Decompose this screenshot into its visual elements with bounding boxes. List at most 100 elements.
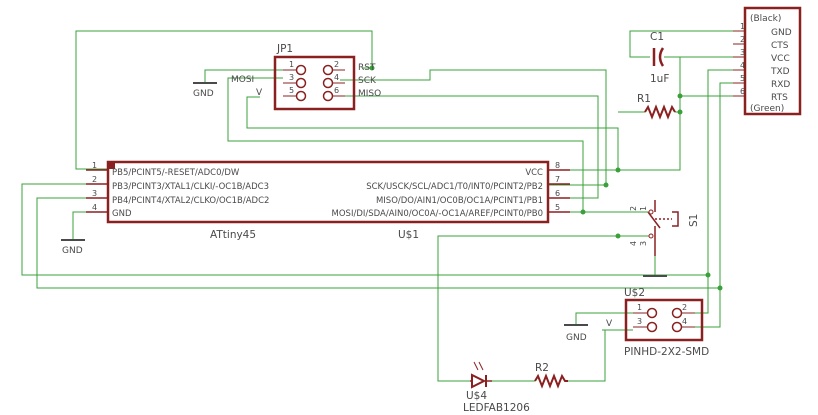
c1-value: 1uF xyxy=(650,73,669,85)
resistor-r2: R2 xyxy=(534,362,568,389)
jp1-label-miso: MISO xyxy=(358,89,381,99)
attiny-pin-num-8: 8 xyxy=(555,161,560,170)
ftdi-num-2: 2 xyxy=(740,35,745,44)
attiny-pin-num-6: 6 xyxy=(555,189,560,198)
wire-vcc-ftdi xyxy=(679,56,745,112)
wire-gnd-u2 xyxy=(575,312,633,325)
wire-jp1-v xyxy=(246,96,619,170)
u2-ref: U$2 xyxy=(624,287,645,299)
ftdi-label-cts: CTS xyxy=(771,41,789,51)
attiny-pin-num-1: 1 xyxy=(92,161,97,170)
attiny-pin-label-pb4: PB4/PCINT4/XTAL2/CLKO/OC1B/ADC2 xyxy=(112,196,269,206)
jp1-label-rst: RST xyxy=(358,63,376,73)
ftdi-label-rts: RTS xyxy=(771,93,788,103)
ftdi-label-gnd: GND xyxy=(771,28,792,38)
wire-u2-right2 xyxy=(685,288,721,328)
s1-ref: S1 xyxy=(688,214,700,227)
capacitor-c1: C1 1uF xyxy=(650,31,669,85)
ftdi-num-1: 1 xyxy=(740,22,745,31)
gnd-symbol-attiny: GND xyxy=(61,239,85,256)
attiny-pin-label-vcc: VCC xyxy=(525,168,543,178)
gnd-symbol-jp1: GND xyxy=(193,82,217,99)
jp1-header: JP1 1 3 5 2 4 6 MOSI V RST SCK MISO xyxy=(231,43,381,111)
attiny-pin-num-2: 2 xyxy=(92,175,97,184)
attiny-pin1-marker xyxy=(109,163,115,169)
ftdi-label-rxd: RXD xyxy=(771,80,790,90)
jp1-label-mosi: MOSI xyxy=(231,75,254,85)
gnd-label-attiny: GND xyxy=(62,246,83,256)
attiny-pin-label-gnd: GND xyxy=(112,209,132,219)
switch-s1: 2 1 4 3 S1 xyxy=(617,200,700,256)
u2-header: U$2 1 3 2 4 PINHD-2X2-SMD V xyxy=(606,287,709,358)
attiny-pin-label-pb3: PB3/PCINT3/XTAL1/CLKI/-OC1B/ADC3 xyxy=(112,182,269,192)
junctions xyxy=(369,65,723,291)
ftdi-num-3: 3 xyxy=(740,48,745,57)
ftdi-num-6: 6 xyxy=(740,87,745,96)
wire-led xyxy=(437,235,618,382)
u2-value: PINHD-2X2-SMD xyxy=(624,346,709,358)
attiny-body xyxy=(106,160,550,224)
jp1-label-sck: SCK xyxy=(358,76,377,86)
attiny-ref: U$1 xyxy=(398,229,419,241)
gnd-symbol-u2: GND xyxy=(564,324,588,343)
jp1-num-4: 4 xyxy=(334,73,339,82)
attiny-pin-label-pb5: PB5/PCINT5/-RESET/ADC0/DW xyxy=(112,168,240,178)
s1-num-2: 2 xyxy=(629,206,638,211)
attiny-pin-label-pb1: MISO/DO/AIN1/OC0B/OC1A/PCINT1/PB1 xyxy=(376,196,543,206)
ftdi-label-black: (Black) xyxy=(750,14,781,24)
ftdi-num-5: 5 xyxy=(740,74,745,83)
c1-ref: C1 xyxy=(650,31,664,43)
attiny-pin-num-5: 5 xyxy=(555,203,560,212)
jp1-ref: JP1 xyxy=(276,43,293,55)
attiny-pin-num-7: 7 xyxy=(555,175,560,184)
junction-1 xyxy=(369,65,375,71)
attiny45-chip: 1 2 3 4 8 7 6 5 PB5/PCINT5/-RESET/ADC0/D… xyxy=(86,160,570,241)
jp1-num-5: 5 xyxy=(289,86,294,95)
wire-vcc xyxy=(548,112,681,171)
wire-sck xyxy=(340,69,607,186)
ftdi-body xyxy=(743,6,802,116)
ftdi-label-txd: TXD xyxy=(770,67,790,77)
ftdi-connector: (Black) GND CTS VCC TXD RXD RTS (Green) … xyxy=(733,6,802,116)
jp1-label-v: V xyxy=(256,88,263,98)
led-u4: U$4 LEDFAB1206 xyxy=(463,361,530,414)
jp1-num-2: 2 xyxy=(334,60,339,69)
junction-4 xyxy=(615,167,621,173)
wire-r2-v xyxy=(568,330,606,382)
jp1-num-6: 6 xyxy=(334,86,339,95)
jp1-num-1: 1 xyxy=(289,60,294,69)
r1-ref: R1 xyxy=(637,93,651,105)
attiny-pin-label-pb0: MOSI/DI/SDA/AIN0/OC0A/-OC1A/AREF/PCINT0/… xyxy=(332,209,543,219)
junction-8 xyxy=(717,285,723,291)
wires xyxy=(21,30,745,382)
u2-num-4: 4 xyxy=(682,317,687,326)
junction-5 xyxy=(677,109,683,115)
s1-num-3: 3 xyxy=(639,241,648,246)
u2-label-v: V xyxy=(606,319,613,329)
r2-ref: R2 xyxy=(535,362,549,374)
wire-mosi xyxy=(227,77,584,213)
u2-num-1: 1 xyxy=(637,303,642,312)
u4-ref: U$4 xyxy=(466,390,487,402)
attiny-pin-num-4: 4 xyxy=(92,203,97,212)
junction-7 xyxy=(705,272,711,278)
wire-c1 xyxy=(629,30,745,58)
u2-body xyxy=(624,298,704,342)
junction-3 xyxy=(603,182,609,188)
u2-num-3: 3 xyxy=(637,317,642,326)
wire-gnd-jp1 xyxy=(204,69,283,83)
junction-6 xyxy=(677,93,683,99)
wire-gnd-attiny xyxy=(72,211,108,240)
u2-num-2: 2 xyxy=(682,303,687,312)
s1-num-1: 1 xyxy=(639,206,648,211)
resistor-r1: R1 xyxy=(637,93,676,120)
jp1-num-3: 3 xyxy=(289,73,294,82)
attiny-pin-label-pb2: SCK/USCK/SCL/ADC1/T0/INT0/PCINT2/PB2 xyxy=(366,182,543,192)
junction-2 xyxy=(580,209,586,215)
s1-num-4: 4 xyxy=(629,241,638,246)
gnd-label-jp1: GND xyxy=(193,89,214,99)
jp1-body xyxy=(273,55,356,111)
wire-pb3 xyxy=(21,69,745,276)
wire-miso xyxy=(340,95,599,199)
